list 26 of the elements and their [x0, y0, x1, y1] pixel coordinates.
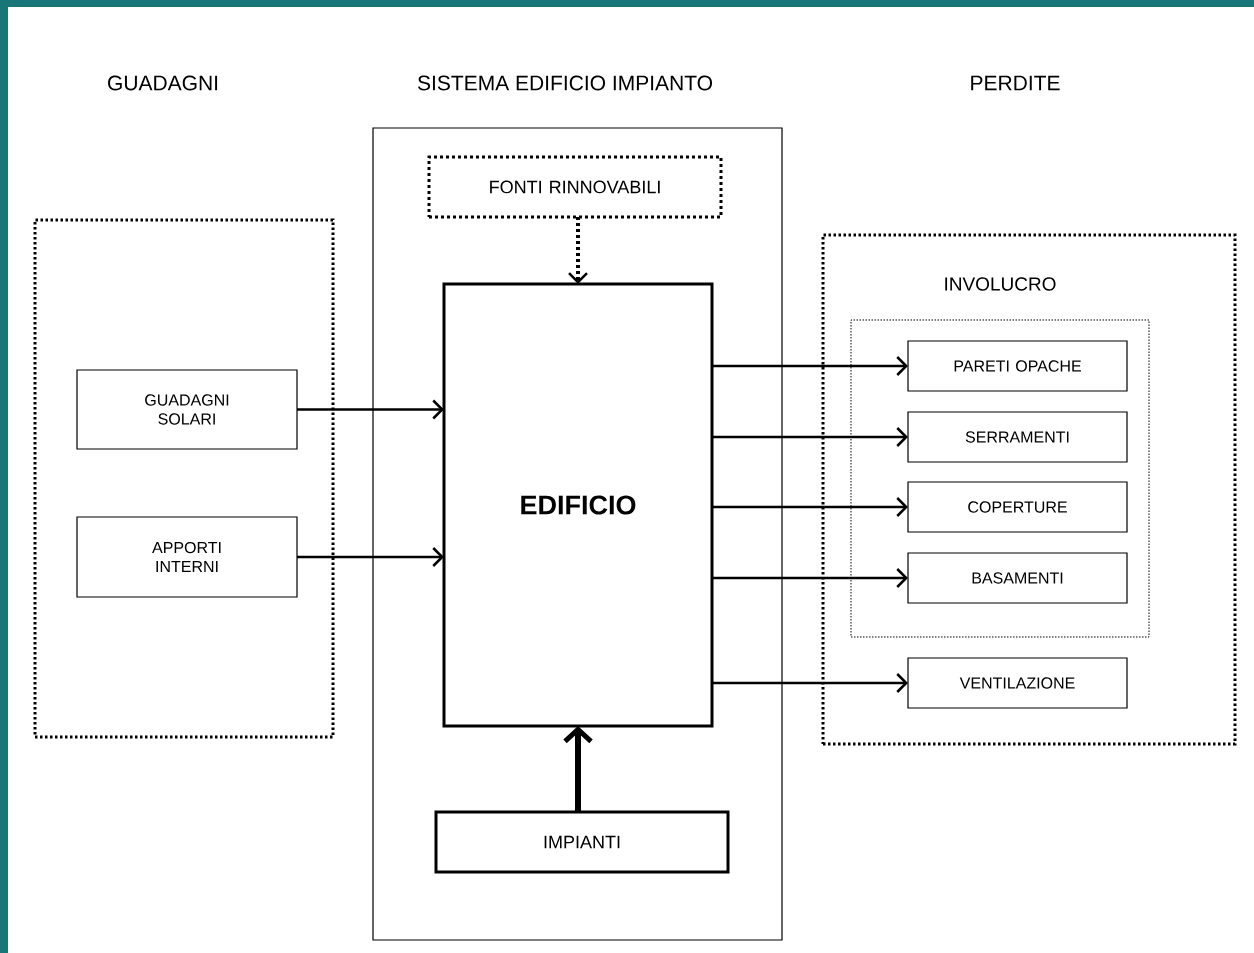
arrow [568, 217, 588, 284]
dotted-group-box [821, 233, 1237, 746]
process-box: VENTILAZIONE [907, 657, 1128, 709]
process-box: GUADAGNI SOLARI [76, 369, 298, 450]
process-box: SERRAMENTI [907, 411, 1128, 463]
column-heading: SISTEMA EDIFICIO IMPIANTO [417, 75, 712, 91]
dotted-box: FONTI RINNOVABILI [427, 155, 723, 219]
arrow [712, 427, 908, 447]
arrow [712, 673, 908, 693]
arrow [712, 356, 908, 376]
system-box [372, 127, 783, 941]
arrow [297, 547, 444, 567]
node-label: INVOLUCRO [945, 277, 1056, 291]
process-box: IMPIANTI [434, 810, 730, 874]
process-box: COPERTURE [907, 481, 1128, 533]
dotted-group-box [33, 218, 335, 739]
arrow [563, 726, 593, 812]
arrow [297, 399, 444, 420]
column-heading: PERDITE [971, 75, 1060, 91]
process-box: PARETI OPACHE [907, 340, 1128, 392]
building-box: EDIFICIO [442, 282, 714, 728]
arrow [712, 497, 908, 517]
arrow [712, 568, 908, 588]
column-heading: GUADAGNI [108, 75, 218, 91]
process-box: APPORTI INTERNI [76, 516, 298, 598]
process-box: BASAMENTI [907, 552, 1128, 604]
